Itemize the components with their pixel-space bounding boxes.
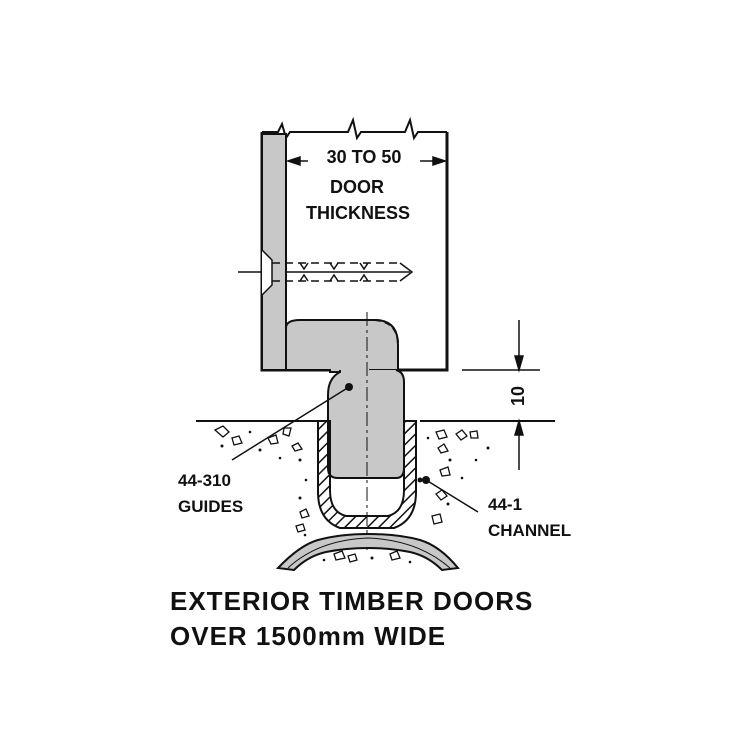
channel-code: 44-1	[488, 495, 522, 514]
concrete-outline	[287, 537, 451, 569]
screw	[238, 262, 414, 282]
leader-channel	[422, 476, 479, 513]
leader-guides	[231, 383, 353, 461]
concrete-base	[275, 532, 460, 572]
aggregate-dots	[220, 430, 490, 564]
aggregate-texture	[213, 425, 479, 563]
door-label-line2: THICKNESS	[306, 203, 410, 223]
guide-44-310	[285, 319, 399, 373]
guide-tongue	[327, 369, 405, 479]
channel-label: CHANNEL	[488, 521, 571, 540]
dimension-width-label: 30 TO 50	[327, 147, 402, 167]
caption-line2: OVER 1500mm WIDE	[170, 621, 446, 651]
channel-44-1	[317, 420, 417, 529]
guides-code: 44-310	[178, 471, 231, 490]
dimension-height-label: 10	[508, 386, 528, 406]
door-face-plate	[261, 133, 287, 371]
dimension-height	[462, 320, 540, 470]
door-label-line1: DOOR	[330, 177, 384, 197]
guides-label: GUIDES	[178, 497, 243, 516]
guide-hidden-edge	[374, 319, 399, 346]
screw-recess	[261, 249, 273, 296]
caption-line1: EXTERIOR TIMBER DOORS	[170, 586, 533, 616]
dimension-width-label-bg	[308, 146, 420, 168]
